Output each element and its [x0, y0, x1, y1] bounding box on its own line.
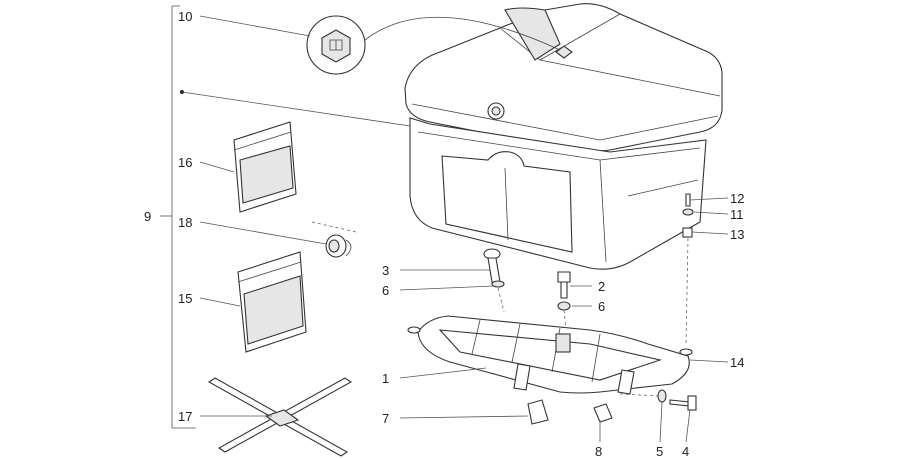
top-case	[404, 3, 723, 270]
bolt-4	[619, 389, 697, 411]
callout-13: 13	[730, 227, 744, 242]
callout-numbers: 10 9 16 18 15 17 3 6 2 6 12 11 13 14 1 7…	[144, 9, 744, 459]
nut-8	[593, 403, 613, 423]
callout-3: 3	[382, 263, 389, 278]
pouch-16	[233, 121, 297, 213]
callout-9: 9	[144, 209, 151, 224]
callout-2: 2	[598, 279, 605, 294]
plate-7	[527, 399, 549, 425]
callout-6-lower: 6	[598, 299, 605, 314]
bolt-12	[682, 193, 694, 347]
callout-12: 12	[730, 191, 744, 206]
grommet-18	[311, 221, 357, 258]
carrier-frame	[407, 315, 693, 395]
callout-4: 4	[682, 444, 689, 459]
callout-18: 18	[178, 215, 192, 230]
callout-10: 10	[178, 9, 192, 24]
callout-16: 16	[178, 155, 192, 170]
piaggio-logo-icon	[321, 29, 351, 63]
callout-14: 14	[730, 355, 744, 370]
pouch-15	[237, 251, 307, 353]
logo-badge	[306, 15, 561, 75]
group-bracket-9	[160, 5, 196, 429]
leader-lines	[180, 15, 729, 443]
callout-7: 7	[382, 411, 389, 426]
callout-11: 11	[730, 207, 744, 222]
callout-15: 15	[178, 291, 192, 306]
callout-6-upper: 6	[382, 283, 389, 298]
callout-17: 17	[178, 409, 192, 424]
cross-straps-17	[207, 377, 353, 457]
bolt-2	[557, 271, 571, 331]
callout-5: 5	[656, 444, 663, 459]
callout-1: 1	[382, 371, 389, 386]
callout-8: 8	[595, 444, 602, 459]
bolt-3	[483, 248, 505, 313]
